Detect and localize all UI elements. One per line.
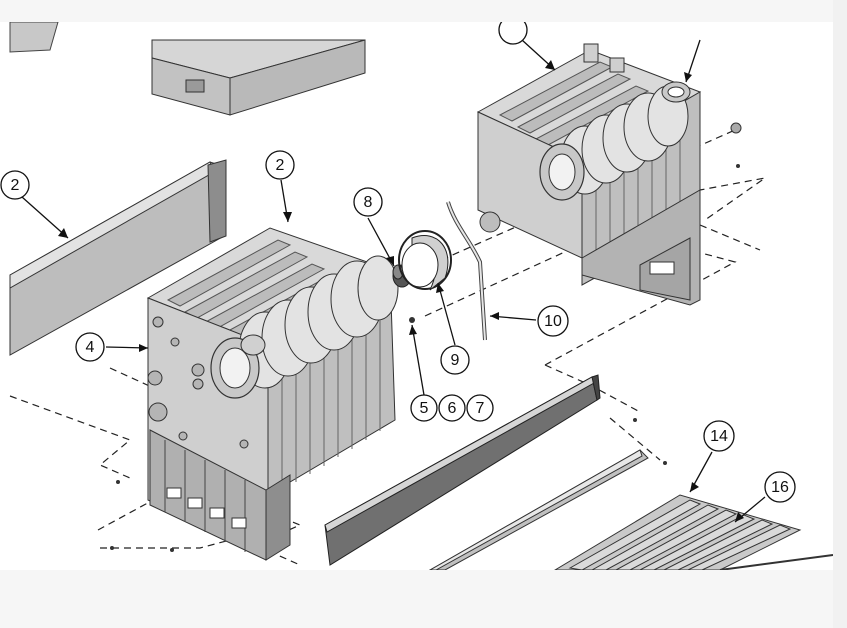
left-side-rail (9, 159, 227, 356)
callout-9: 9 (440, 345, 470, 375)
callout-label: 14 (710, 428, 728, 445)
heat-exchanger-block-rear (476, 43, 702, 306)
bottom-side-rail (324, 374, 601, 566)
screw-parts (110, 122, 742, 552)
callout-label: 7 (476, 400, 485, 417)
heat-exchanger-block-front (146, 227, 399, 561)
callout-2-top: 2 (265, 150, 295, 180)
callout-label: 16 (771, 479, 789, 496)
exploded-diagram-frame: 2 2 4 5 6 7 (0, 22, 833, 570)
bottom-long-bar (428, 449, 649, 570)
callout-7: 7 (466, 394, 494, 422)
callout-label: 8 (364, 194, 373, 211)
leader-arrowheads (58, 60, 744, 522)
gasket-ring-9 (398, 230, 452, 291)
top-left-fragment (9, 22, 59, 53)
exploded-parts-diagram: 2 2 4 5 6 7 (0, 22, 833, 570)
callout-label: 2 (11, 177, 20, 194)
callout-6: 6 (438, 394, 466, 422)
callout-partial-top-right (498, 22, 528, 45)
callout-8: 8 (353, 187, 383, 217)
callout-label: 5 (420, 400, 429, 417)
callout-label: 9 (451, 352, 460, 369)
top-box-part (151, 39, 366, 116)
callout-label: 4 (86, 339, 95, 356)
callout-14: 14 (703, 420, 735, 452)
callout-4: 4 (75, 332, 105, 362)
callout-label: 6 (448, 400, 457, 417)
callout-10: 10 (537, 305, 569, 337)
burner-grid-14-16 (554, 494, 833, 570)
callout-2-left: 2 (0, 170, 30, 200)
right-edge-strip (833, 0, 847, 628)
callout-label: 2 (276, 157, 285, 174)
sensor-rod-10 (446, 201, 487, 341)
callout-16: 16 (764, 471, 796, 503)
callout-5: 5 (410, 394, 438, 422)
callout-label: 10 (544, 313, 562, 330)
